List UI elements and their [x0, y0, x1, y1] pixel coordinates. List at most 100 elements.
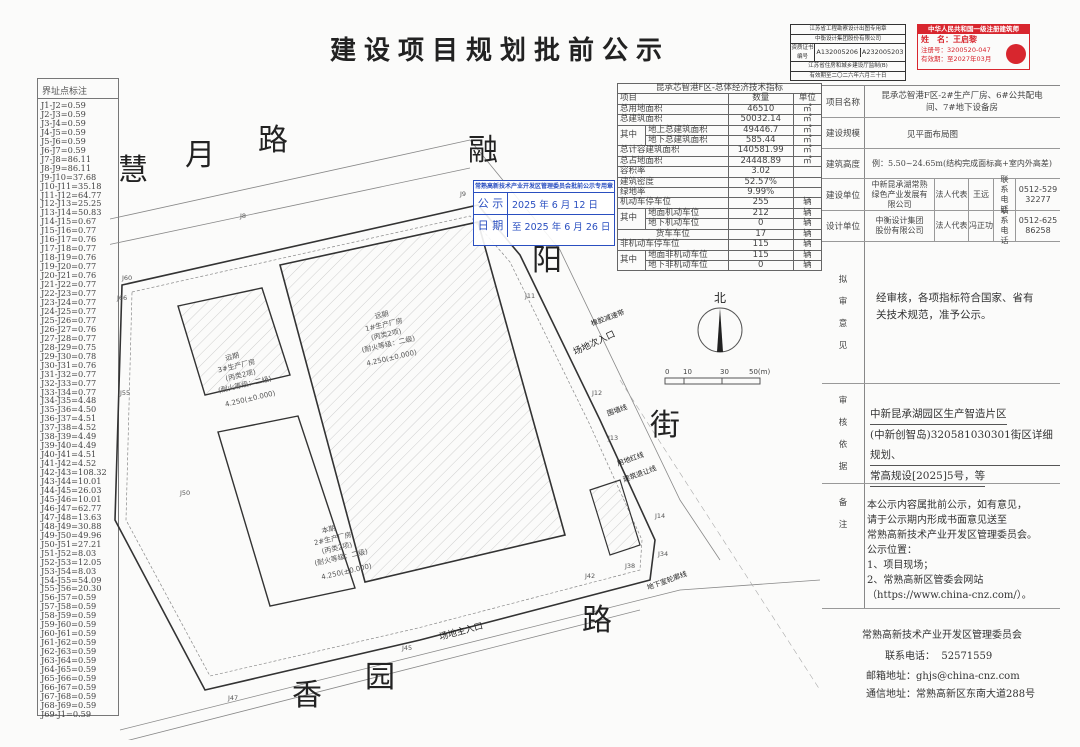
- b3-l1: 远期: [225, 351, 240, 362]
- building-1: [279, 221, 566, 583]
- row-label: 机动车停车位: [617, 197, 729, 209]
- scale-bar: 0 10 30 50(m): [664, 368, 770, 385]
- boundary-item: J54-J55=54.09: [41, 574, 102, 585]
- boundary-item: J26-J27=0.76: [41, 323, 97, 334]
- boundary-item: J64-J65=0.59: [41, 664, 97, 675]
- boundary-item: J1-J2=0.59: [41, 100, 86, 110]
- svg-text:J66: J66: [116, 294, 127, 302]
- svg-text:J38: J38: [624, 562, 635, 570]
- cert-1: A132005206: [815, 48, 861, 57]
- boundary-item: J38-J39=4.49: [41, 431, 97, 442]
- builder-rep: 王远: [969, 179, 994, 210]
- row-value: 50032.14: [727, 114, 794, 126]
- boundary-item: J25-J26=0.77: [41, 314, 97, 325]
- label-opinion: 拟审意见: [822, 242, 865, 383]
- footer-address: 通信地址：常熟高新区东南大道288号: [866, 689, 1036, 700]
- boundary-item: J27-J28=0.77: [41, 332, 97, 343]
- boundary-item: J49-J50=49.96: [41, 529, 102, 540]
- boundary-item: J48-J49=30.88: [41, 520, 102, 531]
- date-label: 日 期: [474, 215, 508, 237]
- row-label: 总建筑面积: [617, 114, 729, 126]
- boundary-item: J68-J69=0.59: [41, 699, 97, 710]
- building-2: [217, 415, 356, 607]
- row-label: 地下非机动车位: [645, 259, 729, 272]
- boundary-item: J4-J5=0.59: [41, 126, 86, 137]
- row-value: 585.44: [727, 135, 794, 147]
- builder-tel: 0512-52932277: [1018, 184, 1058, 204]
- road-xiangyuan-2: 园: [365, 660, 395, 695]
- footer-email: 邮箱地址：ghjs@china-cnz.com: [866, 671, 1020, 682]
- row-unit: ㎡: [792, 135, 823, 147]
- row-unit: ㎡: [792, 124, 823, 137]
- scale-30: 30: [720, 368, 729, 376]
- row-unit: 辆: [792, 197, 823, 209]
- boundary-item: J40-J41=4.51: [41, 449, 97, 460]
- label-basement: 地下室轮廓线: [646, 569, 689, 592]
- boundary-item: J61-J62=0.59: [41, 637, 97, 648]
- boundary-item: J33-J34=0.77: [41, 386, 97, 397]
- boundary-item: J36-J37=4.51: [41, 413, 97, 424]
- boundary-item: J17-J18=0.77: [41, 243, 97, 254]
- label-entry2: 场地次入口: [571, 328, 617, 358]
- b2-l1: 本期: [321, 523, 337, 535]
- row-unit: 辆: [792, 239, 823, 251]
- row-value: 0: [727, 218, 794, 230]
- row-value: 3.02: [727, 166, 794, 178]
- builder-tel-label: 联系电话: [994, 175, 1016, 214]
- boundary-item: J41-J42=4.52: [41, 458, 97, 469]
- road-huiyue-2: 月: [185, 138, 215, 173]
- boundary-item: J53-J54=8.03: [41, 565, 97, 576]
- boundary-item: J55-J56=20.30: [41, 583, 102, 594]
- boundary-item: J32-J33=0.77: [41, 377, 97, 388]
- svg-text:J47: J47: [227, 694, 238, 702]
- designer-tel: 0512-62586258: [1018, 216, 1058, 235]
- b1-l1: 远期: [374, 310, 389, 321]
- road-xiangyuan-1: 香: [292, 678, 322, 713]
- site-plan: 远期 1#生产厂房 (丙类2项) (耐火等级：二级) 4.250(±0.000)…: [110, 139, 821, 740]
- row-unit: ㎡: [792, 103, 823, 116]
- row-value: 115: [727, 239, 794, 251]
- boundary-item: J50-J51=27.21: [41, 538, 102, 549]
- approval-panel: 项目名称 昆承芯智港F区-2#生产厂房、6#公共配电间、7#地下设备房 建设规模…: [822, 85, 1060, 609]
- note-line: 请于公示期内形成书面意见送至: [867, 515, 1007, 526]
- b3-l5: 4.250(±0.000): [224, 389, 276, 408]
- building-6-7: [589, 479, 641, 556]
- boundary-item: J28-J29=0.75: [41, 341, 97, 352]
- col-item: 项目: [617, 93, 729, 105]
- row-unit: ㎡: [792, 145, 823, 157]
- architect-stamp-title: 中华人民共和国一级注册建筑师: [918, 25, 1029, 34]
- label-note: 备注: [822, 484, 865, 608]
- page-title: 建设项目规划批前公示: [330, 36, 671, 66]
- label-height: 建筑高度: [822, 149, 865, 178]
- row-label: 总计容建筑面积: [617, 145, 729, 157]
- svg-text:J60: J60: [121, 274, 132, 282]
- boundary-item: J9-J10=37.68: [41, 171, 97, 182]
- boundary-item: J29-J30=0.78: [41, 350, 97, 361]
- cert-label: 资质证书编号: [791, 44, 815, 61]
- boundary-item: J42-J43=108.32: [41, 467, 107, 478]
- col-unit: 单位: [792, 93, 823, 105]
- cert-2: A232005203: [861, 48, 904, 57]
- scale-0: 0: [665, 368, 669, 376]
- architect-name: 姓 名：王启黎: [921, 35, 977, 44]
- boundary-item: J52-J53=12.05: [41, 556, 102, 567]
- building-height: 例：5.50~24.65m(结构完成面标高+室内外高差): [872, 159, 1052, 168]
- notice-stamp-org: 常熟高新技术产业开发区管理委员会批前公示专用章: [474, 181, 614, 193]
- boundary-item: J46-J47=62.77: [41, 502, 102, 513]
- row-unit: 辆: [792, 249, 823, 261]
- row-label: 建筑密度: [617, 176, 729, 189]
- builder-name: 中新昆承湖常熟绿色产业发展有限公司: [865, 179, 935, 210]
- boundary-item: J69-J1=0.59: [41, 708, 92, 719]
- project-name: 昆承芯智港F区-2#生产厂房、6#公共配电间、7#地下设备房: [881, 91, 1043, 113]
- boundary-item: J3-J4=0.59: [41, 117, 86, 128]
